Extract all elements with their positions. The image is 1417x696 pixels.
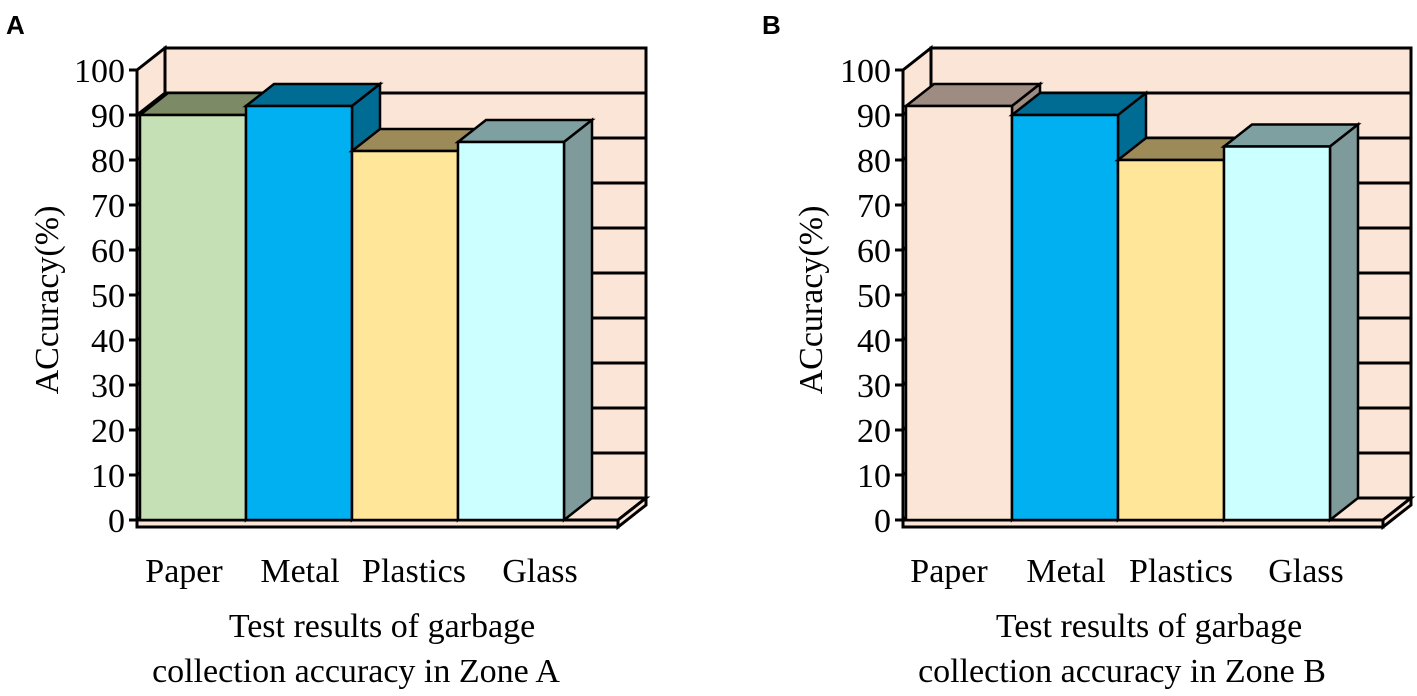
bar-front-face [456, 140, 566, 522]
y-tick-label: 50 [857, 278, 891, 315]
x-tick-label: Plastics [362, 553, 466, 590]
y-tick-label: 90 [857, 98, 891, 135]
y-tick-label: 60 [91, 233, 125, 270]
y-tick-label: 0 [874, 503, 891, 540]
x-tick-label: Glass [1268, 553, 1344, 590]
bar-glass [454, 117, 596, 523]
panel-letter-a: A [6, 10, 25, 40]
x-axis-label-line-1: Test results of garbage [229, 608, 535, 645]
bar-series [902, 81, 1362, 523]
bar-glass [1220, 121, 1362, 523]
y-tick-label: 40 [857, 323, 891, 360]
y-tick-label: 70 [857, 188, 891, 225]
bar-front-face [1010, 113, 1120, 522]
x-tick-label: Paper [910, 553, 988, 590]
floor-edge-side [616, 494, 648, 531]
y-tick-label: 30 [857, 368, 891, 405]
y-tick-label: 10 [91, 458, 125, 495]
panel-letter-b: B [762, 10, 781, 40]
y-tick-labels: 0 10 20 30 40 50 60 70 80 90 100 [840, 53, 891, 540]
x-tick-label: Metal [1026, 553, 1105, 590]
x-tick-label: Plastics [1129, 553, 1233, 590]
x-category-labels: Paper Metal Plastics Glass [145, 553, 577, 590]
y-tick-label: 30 [91, 368, 125, 405]
x-axis-label-line-2: collection accuracy in Zone B [918, 653, 1326, 690]
y-tick-label: 20 [857, 413, 891, 450]
bar-front-face [138, 113, 248, 522]
y-tick-label: 80 [91, 143, 125, 180]
x-tick-label: Paper [145, 553, 223, 590]
bar-side-face [1328, 121, 1360, 523]
x-axis-label-line-1: Test results of garbage [996, 608, 1302, 645]
y-axis-label: ACcuracy(%) [29, 206, 66, 395]
y-tick-label: 0 [108, 503, 125, 540]
y-tick-label: 20 [91, 413, 125, 450]
x-tick-label: Glass [502, 553, 578, 590]
x-category-labels: Paper Metal Plastics Glass [910, 553, 1343, 590]
chart-panel-b: B 0 10 20 30 40 50 60 70 80 90 100 Paper Metal Plast… [762, 10, 1416, 690]
axes-frame [129, 68, 139, 522]
axes-frame [895, 68, 905, 522]
y-tick-label: 100 [840, 53, 891, 90]
bar-front-face [244, 104, 354, 522]
y-tick-label: 100 [74, 53, 125, 90]
x-tick-label: Metal [260, 553, 339, 590]
y-tick-label: 80 [857, 143, 891, 180]
y-axis-label: ACcuracy(%) [793, 206, 830, 395]
bar-front-face [904, 104, 1014, 522]
gridline-side [136, 91, 166, 117]
x-axis-label-line-2: collection accuracy in Zone A [152, 653, 560, 690]
y-tick-labels: 0 10 20 30 40 50 60 70 80 90 100 [74, 53, 125, 540]
y-tick-label: 60 [857, 233, 891, 270]
y-tick-label: 90 [91, 98, 125, 135]
y-tick-label: 10 [857, 458, 891, 495]
floor-edge-side [1381, 494, 1413, 531]
bar-front-face [1116, 158, 1226, 522]
bar-front-face [1222, 145, 1332, 522]
bar-front-face [350, 149, 460, 522]
y-tick-label: 70 [91, 188, 125, 225]
chart-panel-a: A 0 10 20 30 40 50 60 70 80 90 100 Paper Metal Plast… [6, 10, 651, 690]
bar-series [136, 81, 596, 523]
y-tick-label: 40 [91, 323, 125, 360]
bar-side-face [562, 117, 594, 523]
y-tick-label: 50 [91, 278, 125, 315]
